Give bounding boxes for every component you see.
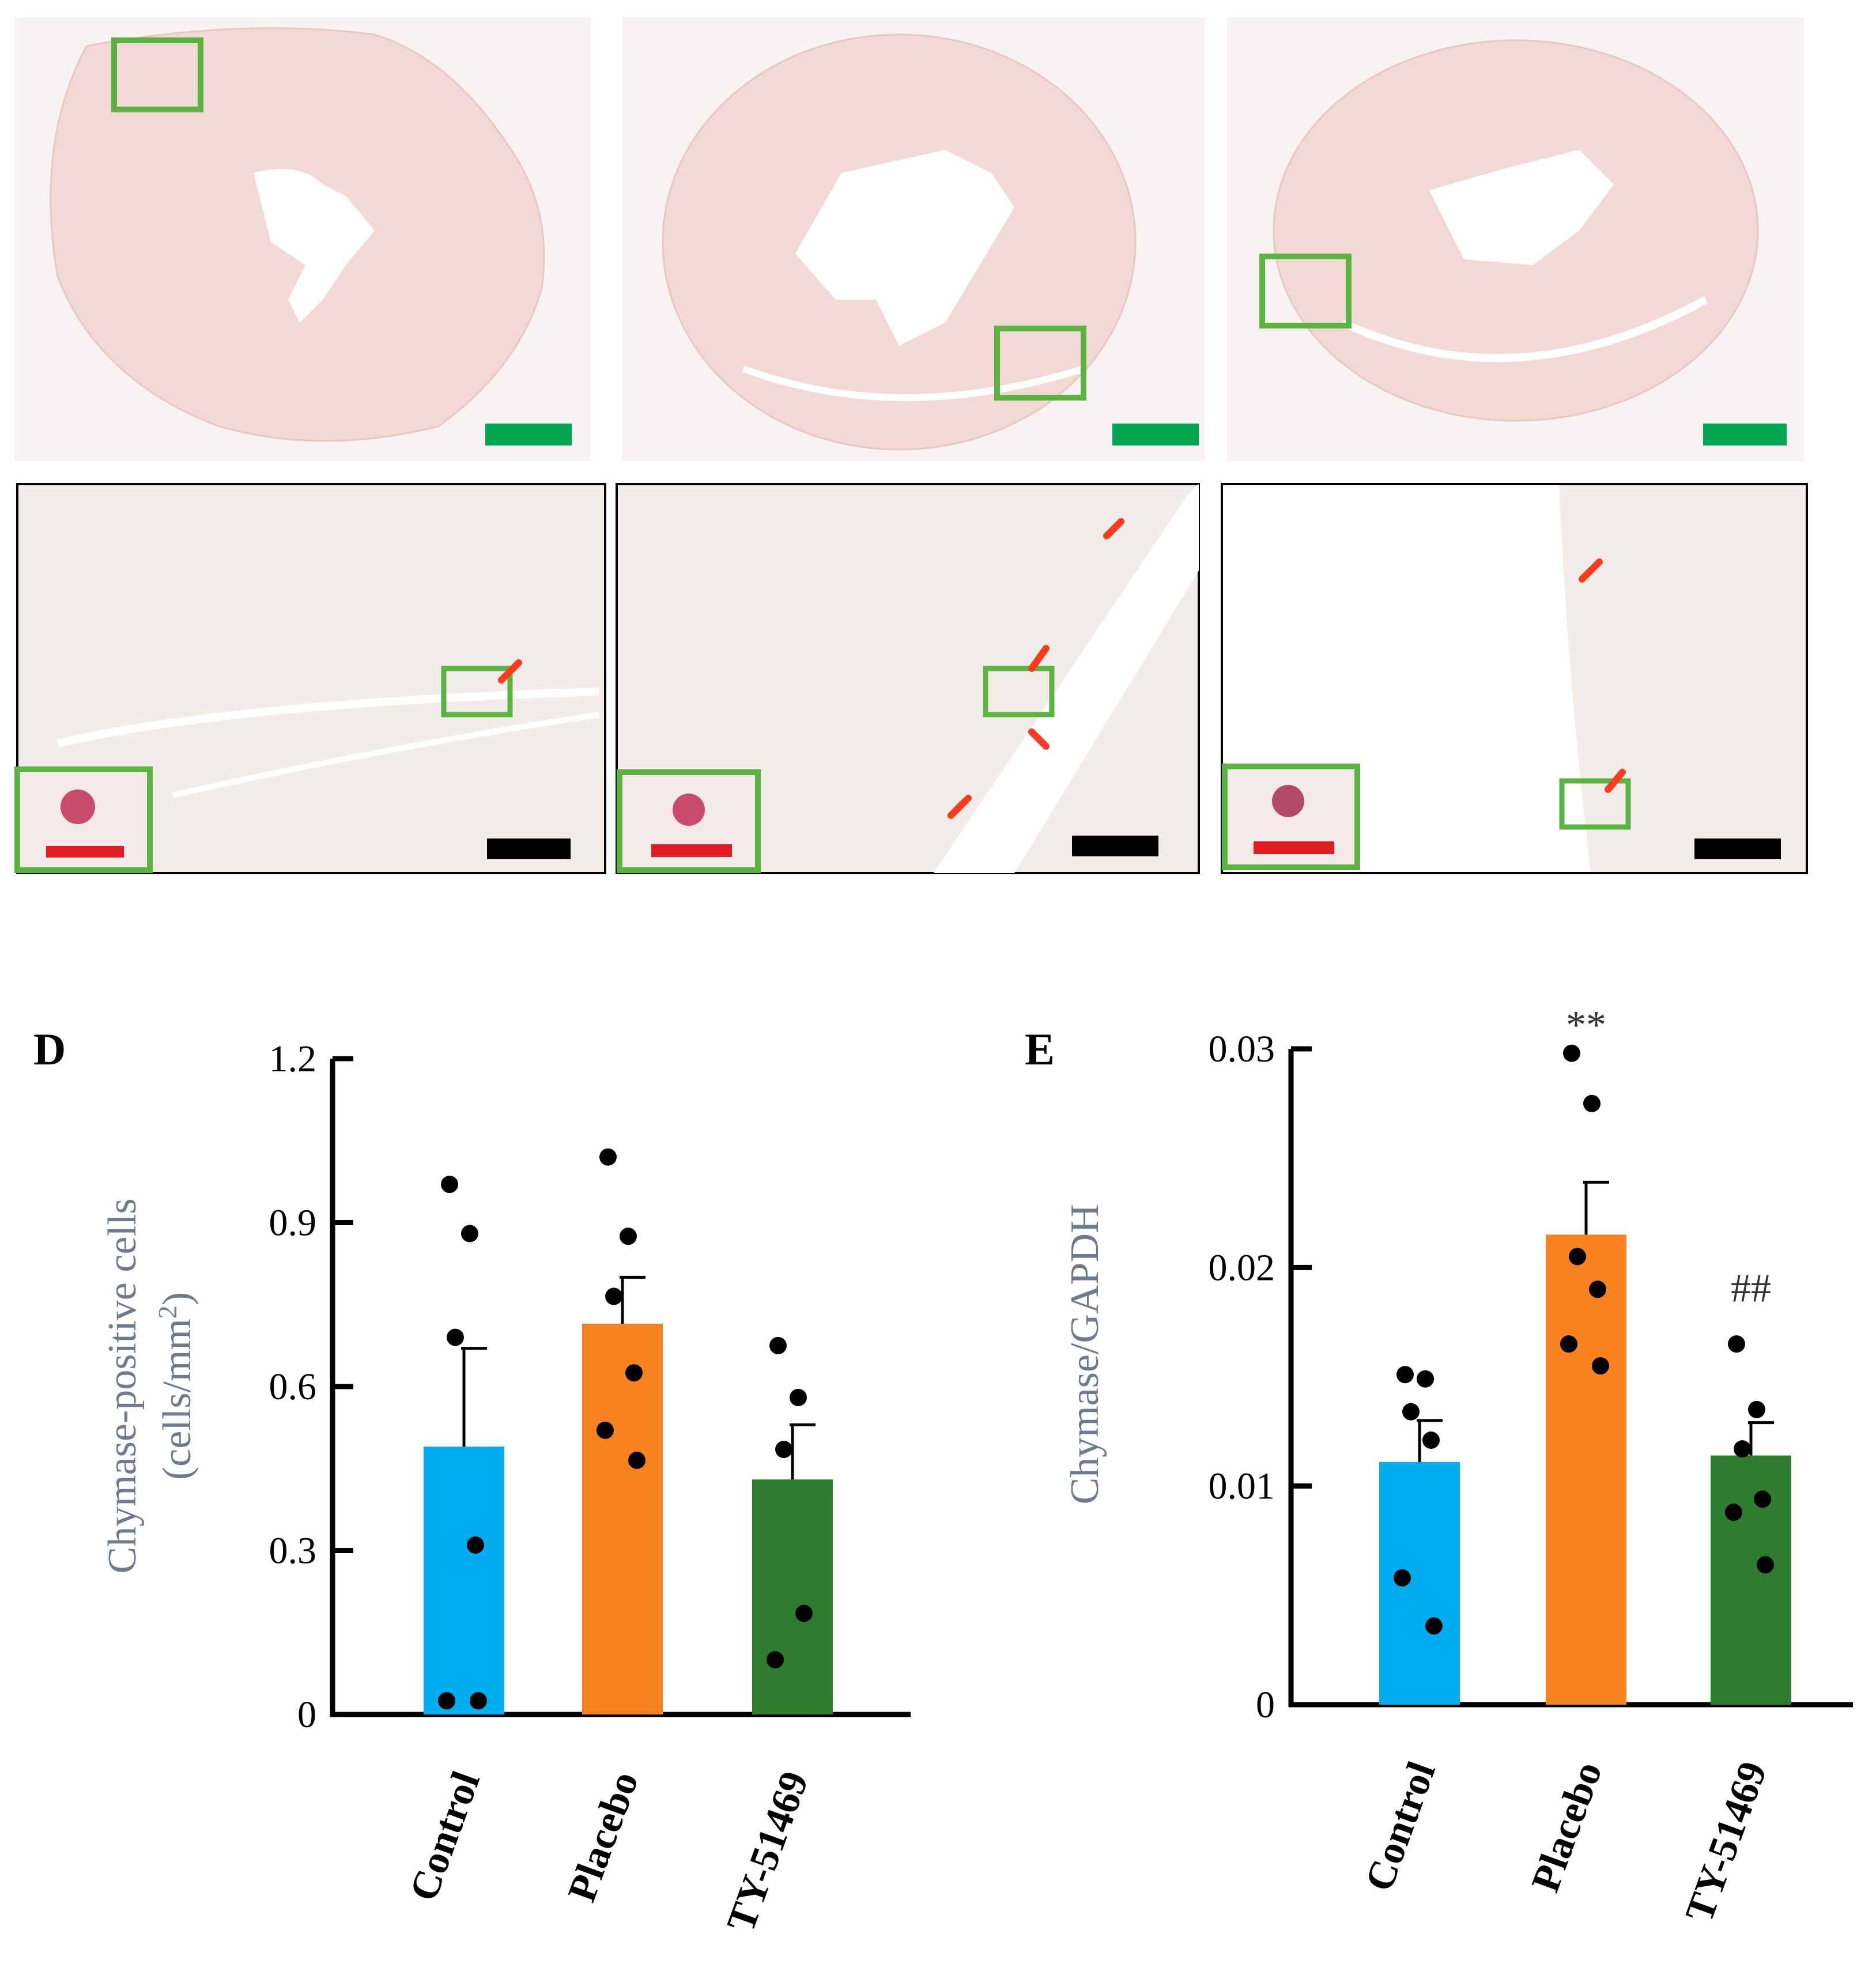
bar-placebo [1546, 1234, 1626, 1705]
y-tick-label: 0.6 [269, 1366, 317, 1408]
histology-figure [14, 17, 1808, 874]
y-axis-label-line1: Chymase-positive cells [100, 1198, 145, 1573]
y-tick-label: 0.01 [1209, 1466, 1275, 1508]
y-axis-label-unit: (cells/mm [155, 1319, 199, 1480]
y-axis-label: Chymase/GAPDH [1063, 1204, 1107, 1504]
data-point [1592, 1357, 1609, 1375]
data-point [447, 1328, 464, 1346]
y-axis-label-line2: (cells/mm2) [153, 1292, 199, 1480]
data-point [597, 1421, 614, 1439]
y-tick-label: 0.3 [269, 1530, 317, 1572]
micro-panel-a [14, 483, 606, 874]
bar-control [1379, 1461, 1460, 1705]
data-point [1394, 1569, 1411, 1587]
data-point [1757, 1556, 1774, 1574]
data-point [625, 1364, 643, 1382]
data-point [1417, 1370, 1434, 1388]
data-point [620, 1228, 637, 1245]
x-tick-label: Control [1357, 1756, 1444, 1897]
data-point [441, 1176, 458, 1193]
data-point [795, 1604, 813, 1622]
data-point [438, 1692, 455, 1710]
x-tick-label: TY-51469 [719, 1766, 817, 1937]
bar-placebo [582, 1323, 663, 1714]
data-point [1748, 1400, 1765, 1418]
data-point [769, 1336, 787, 1354]
x-tick-label: Placebo [560, 1766, 647, 1908]
y-tick-label: 0 [1256, 1684, 1275, 1726]
data-point [1725, 1504, 1742, 1521]
micro-panel-c [1221, 483, 1808, 874]
data-point [467, 1536, 484, 1554]
micro-panel-b [616, 483, 1200, 874]
significance-marker: ** [1566, 1003, 1606, 1047]
data-point [1734, 1440, 1751, 1458]
bar-control [424, 1446, 504, 1714]
data-point [470, 1692, 487, 1710]
data-point [1560, 1335, 1577, 1353]
x-tick-label: Control [401, 1766, 489, 1906]
y-tick-label: 1.2 [269, 1038, 317, 1080]
data-point [1563, 1044, 1580, 1062]
bar-ty-51469 [1711, 1455, 1791, 1705]
x-tick-label: TY-51469 [1677, 1756, 1776, 1928]
heart-section-c [1228, 17, 1804, 461]
data-point [1569, 1248, 1586, 1266]
data-point [1425, 1617, 1443, 1635]
data-point [775, 1441, 792, 1459]
data-point [1589, 1281, 1606, 1298]
y-tick-label: 0.03 [1209, 1028, 1275, 1070]
y-axis-label-close: ) [155, 1292, 199, 1305]
data-point [599, 1148, 617, 1166]
heart-section-b [622, 17, 1205, 461]
data-point [1422, 1432, 1440, 1449]
data-point [1396, 1366, 1414, 1384]
bar-ty-51469 [752, 1479, 833, 1714]
data-point [790, 1388, 807, 1406]
data-point [605, 1287, 622, 1305]
y-axis-label-superscript: 2 [153, 1305, 182, 1319]
panel-label-d: D [33, 1024, 66, 1074]
y-tick-label: 0 [297, 1694, 316, 1736]
data-point [461, 1225, 478, 1242]
data-point [1754, 1490, 1771, 1508]
x-tick-label: Placebo [1523, 1756, 1611, 1898]
data-point [1728, 1335, 1745, 1353]
data-point [1402, 1403, 1420, 1421]
panel-label-e: E [1025, 1024, 1055, 1074]
data-point [628, 1452, 646, 1470]
data-point [767, 1651, 784, 1669]
significance-marker: ## [1731, 1267, 1771, 1311]
y-tick-label: 0.02 [1209, 1247, 1275, 1289]
y-tick-label: 0.9 [269, 1202, 317, 1244]
data-point [1583, 1094, 1601, 1112]
heart-section-a [14, 17, 591, 461]
